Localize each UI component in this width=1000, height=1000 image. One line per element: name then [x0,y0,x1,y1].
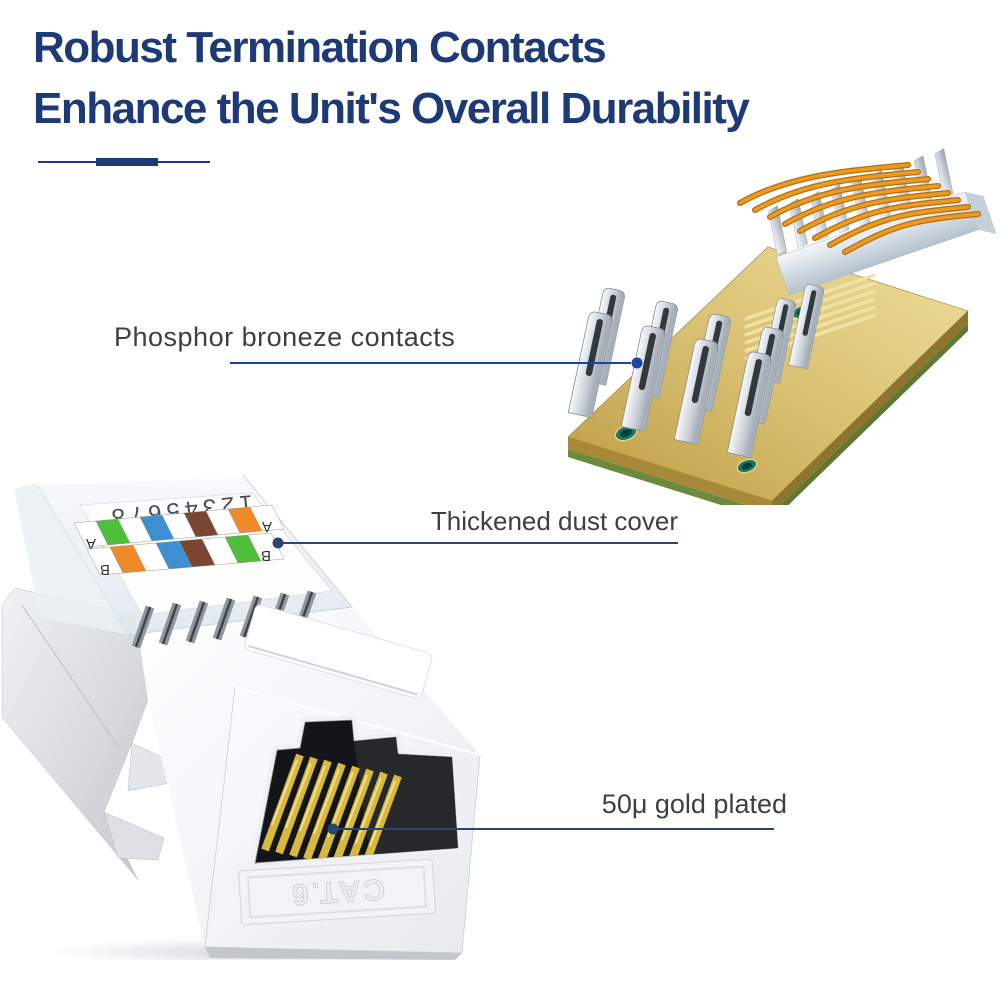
keystone-jack-image: 12345678 A A [1,472,481,960]
callout-label-gold-plated: 50μ gold plated [601,789,787,819]
wiring-row-a-letter-right: A [262,518,272,535]
keystone-latch-foot [103,811,165,861]
wiring-row-b-letter-left: B [100,561,110,578]
callout-label-dust-cover: Thickened dust cover [430,506,678,536]
wiring-row-a [73,504,285,548]
wiring-row-a-letter-left: A [86,535,96,552]
cat6-text: CAT.6 [288,872,386,911]
rj45-port [249,715,463,868]
wiring-row-b [86,532,285,576]
copper-wires [737,162,981,255]
termination-contacts-image [567,148,997,505]
gold-pcb-edge-left [568,437,772,505]
contacts-through-cover [131,590,317,649]
latch-tab [244,604,433,699]
cat6-embossed-label: CAT.6 [238,858,436,926]
page-title: Robust Termination Contacts Enhance the … [33,17,750,139]
pcb-holes [614,304,813,474]
dust-cover: 12345678 A A [14,472,353,649]
gold-pins [261,753,402,863]
wiring-row-b-letter-right: B [261,547,271,564]
title-divider-thick-segment [96,158,158,166]
pcb-green-underside [568,449,747,505]
page-title-line2: Enhance the Unit's Overall Durability [33,84,750,133]
jack-base-edge [205,947,462,960]
wiring-label: 12345678 A A [73,489,333,616]
jack-side-face [1,587,171,881]
page-title-line1: Robust Termination Contacts [33,23,607,72]
callout-label-phosphor-contacts: Phosphor broneze contacts [114,322,456,352]
gold-pcb-edge-right [772,311,968,505]
title-divider [38,158,210,167]
